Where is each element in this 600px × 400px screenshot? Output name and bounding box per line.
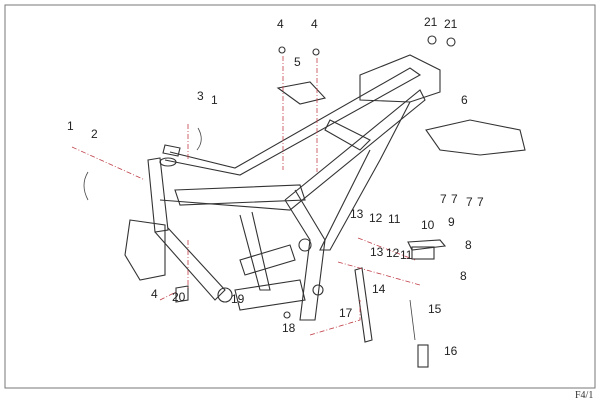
callout-21: 21: [444, 17, 458, 31]
callout-3: 3: [197, 89, 204, 103]
callout-6: 6: [461, 93, 468, 107]
callout-18: 18: [282, 321, 296, 335]
callout-13: 13: [370, 245, 384, 259]
callout-11: 11: [400, 248, 413, 262]
callout-12: 12: [369, 211, 383, 225]
callout-7: 7: [451, 192, 458, 206]
callout-19: 19: [231, 292, 245, 306]
callout-7: 7: [477, 195, 484, 209]
callout-2: 2: [91, 127, 98, 141]
callout-8: 8: [465, 238, 472, 252]
callout-1: 1: [67, 119, 74, 133]
callout-1: 1: [211, 93, 218, 107]
callout-13: 13: [350, 207, 364, 221]
page-code: F4/1: [575, 390, 593, 400]
callout-9: 9: [448, 215, 455, 229]
small-parts: [83, 35, 526, 368]
callout-4: 4: [151, 287, 158, 301]
callout-4: 4: [311, 17, 318, 31]
diagram-border: [4, 4, 596, 389]
callout-16: 16: [444, 344, 458, 358]
callout-11: 11: [388, 212, 401, 226]
callout-7: 7: [440, 192, 447, 206]
callout-15: 15: [428, 302, 442, 316]
callout-7: 7: [466, 195, 473, 209]
callout-21: 21: [424, 15, 438, 29]
callout-8: 8: [460, 269, 467, 283]
callout-10: 10: [421, 218, 435, 232]
callout-14: 14: [372, 282, 386, 296]
callout-20: 20: [172, 290, 186, 304]
callout-5: 5: [294, 55, 301, 69]
leader-lines: [71, 56, 421, 336]
callout-12: 12: [386, 246, 400, 260]
callout-17: 17: [339, 306, 353, 320]
main-frame: [124, 54, 441, 321]
callout-4: 4: [277, 17, 284, 31]
callout-labels: 1 2 3 1 4 5 4 21 21 6 7 7 7 7 13 12 11 1…: [67, 15, 593, 400]
